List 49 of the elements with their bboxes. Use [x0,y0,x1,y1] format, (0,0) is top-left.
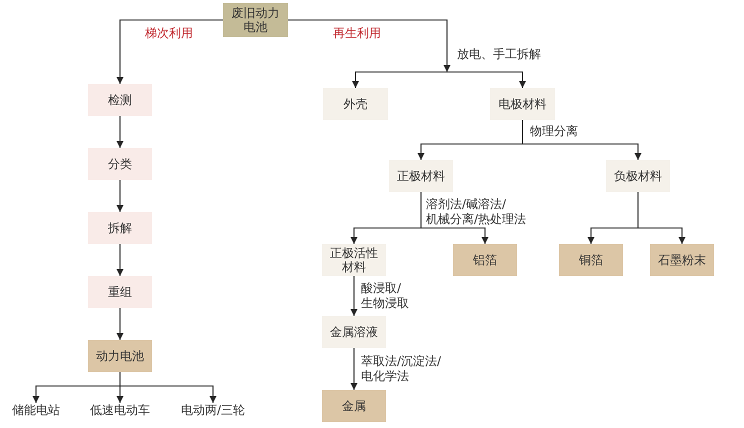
process-box: 废旧动力电池 [223,3,288,37]
connector-line [420,192,422,228]
edge-label: 物理分离 [530,124,579,139]
arrow [421,227,488,244]
arrow [588,227,638,244]
process-box: 外壳 [323,88,388,120]
arrow [116,116,124,148]
arrow [418,143,522,160]
arrow [522,143,642,160]
process-box: 铜箔 [559,244,623,276]
process-box: 石墨粉末 [650,244,714,276]
connector-line [522,120,524,144]
process-box: 金属 [322,390,386,422]
process-box: 负极材料 [606,160,670,192]
output-label: 低速电动车 [90,403,150,418]
process-box: 拆解 [88,212,152,244]
arrow [352,71,447,88]
edge-label: 放电、手工拆解 [457,47,542,62]
arrow [288,19,450,72]
arrow [350,348,358,390]
edge-label: 溶剂法/碱溶法/机械分离/热处理法 [426,197,528,227]
connector-line [637,192,639,228]
process-box: 金属溶液 [322,316,386,348]
output-label: 电动两/三轮 [181,403,246,418]
arrow [116,19,223,84]
arrow [120,385,216,403]
arrow [638,227,686,244]
process-box: 动力电池 [88,340,152,372]
edge-label: 再生利用 [333,26,382,41]
output-label: 储能电站 [12,403,60,418]
process-box: 重组 [88,276,152,308]
process-box: 检测 [88,84,152,116]
arrow [116,180,124,212]
process-box: 铝箔 [453,244,517,276]
edge-label: 酸浸取/生物浸取 [361,281,410,311]
connector-line [119,372,121,386]
process-box: 正极材料 [389,160,453,192]
process-box: 正极活性材料 [322,244,386,276]
arrow [116,244,124,276]
arrow [116,308,124,340]
process-box: 电极材料 [490,88,555,120]
process-box: 分类 [88,148,152,180]
edge-label: 萃取法/沉淀法/电化学法 [361,354,443,384]
arrow [350,276,358,316]
edge-label: 梯次利用 [145,26,194,41]
arrow [447,71,526,88]
arrow [350,227,421,244]
arrow [116,385,124,403]
arrow [32,385,120,403]
